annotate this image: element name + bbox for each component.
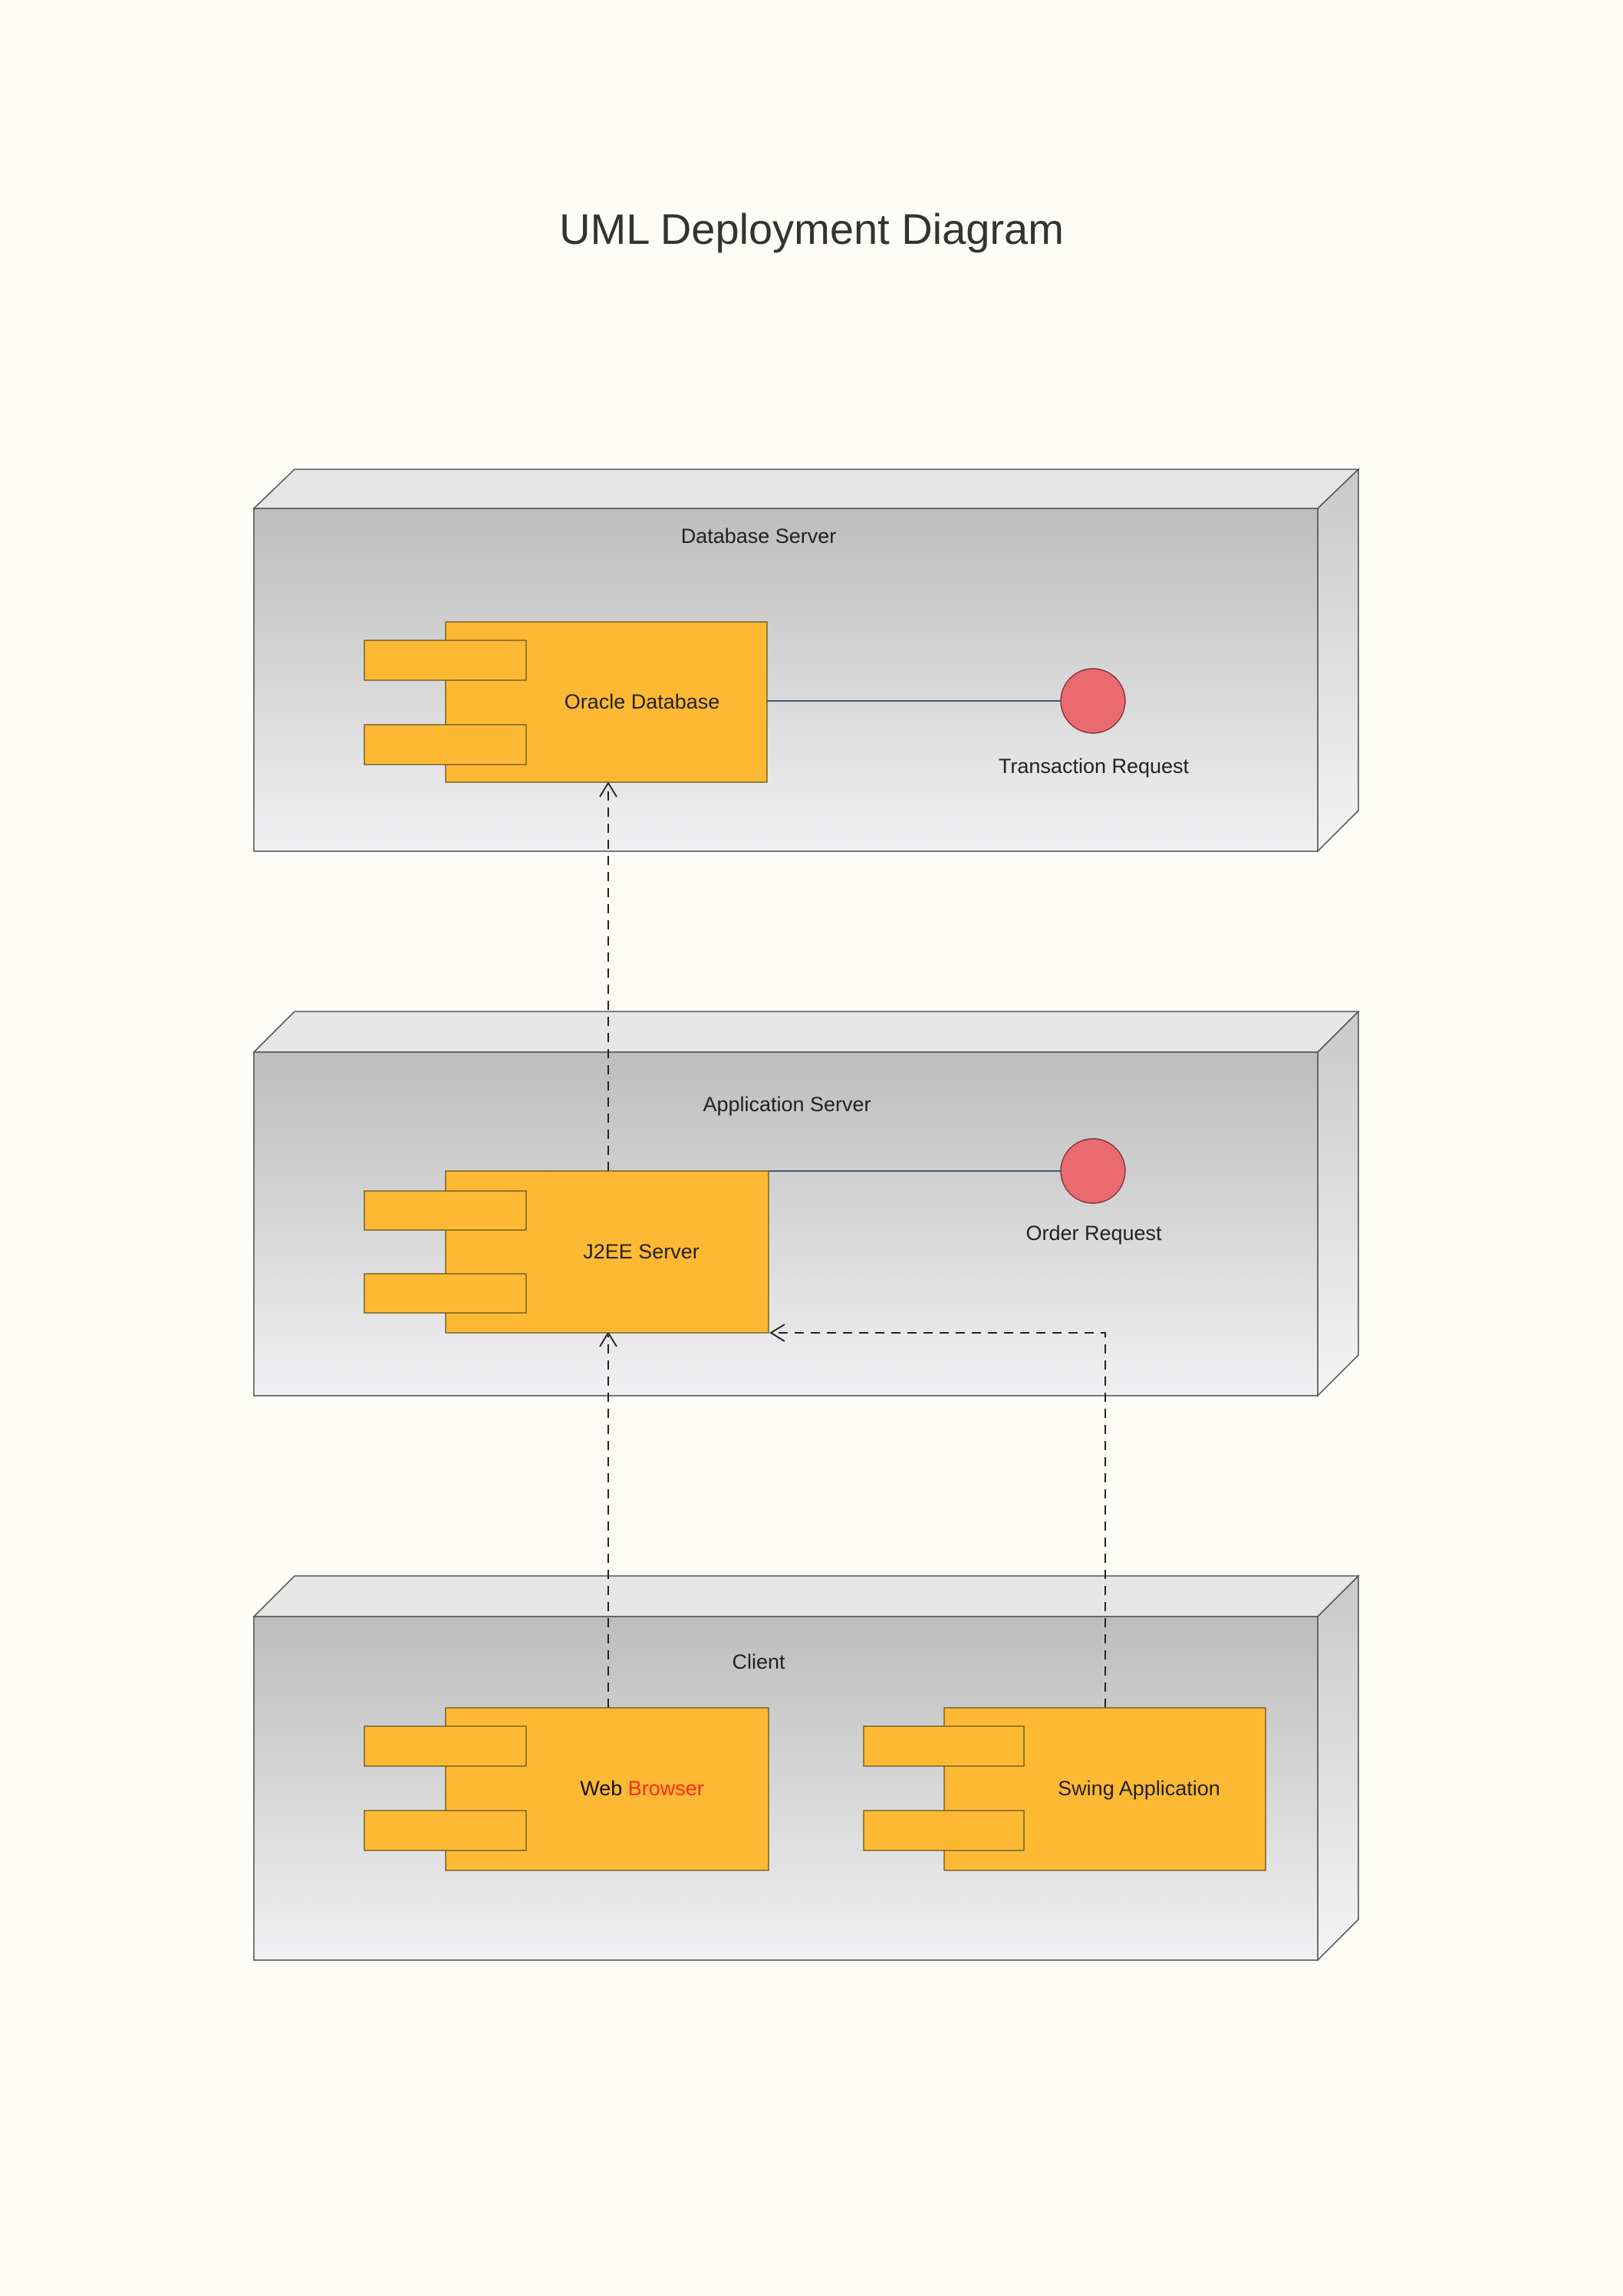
component-tab-icon	[364, 640, 527, 681]
component-label: Web Browser	[580, 1777, 704, 1800]
node-top-face	[252, 1011, 1360, 1053]
component-tab-icon	[364, 724, 527, 765]
component-label: Swing Application	[1058, 1777, 1220, 1800]
interface-lollipop-icon	[1060, 1138, 1126, 1204]
component-label: J2EE Server	[583, 1240, 700, 1263]
interface-lollipop-icon	[1060, 668, 1126, 734]
node-top-face	[252, 469, 1360, 509]
dependency-swing-to-j2ee	[769, 1324, 1106, 1708]
node-side-face	[1317, 468, 1359, 853]
component-swing-application[interactable]: Swing Application	[863, 1707, 1266, 1871]
node-application-server[interactable]: Application Server	[252, 1010, 1360, 1397]
component-tab-icon	[364, 1810, 527, 1851]
component-label-part1: Web	[580, 1777, 622, 1800]
node-label: Database Server	[681, 525, 837, 548]
interface-label: Order Request	[1025, 1222, 1162, 1245]
component-tab-icon	[863, 1810, 1025, 1851]
component-tab-icon	[364, 1725, 527, 1767]
node-label: Client	[732, 1650, 785, 1673]
dependency-j2ee-to-oracle	[599, 781, 617, 1171]
component-oracle-database[interactable]: Oracle Database	[364, 621, 768, 783]
component-web-browser[interactable]: Web Browser	[364, 1707, 769, 1871]
arrowhead	[769, 1324, 785, 1342]
component-label: Oracle Database	[565, 690, 720, 713]
component-j2ee-server[interactable]: J2EE Server	[364, 1170, 769, 1334]
interface-label: Transaction Request	[999, 755, 1190, 778]
node-label: Application Server	[703, 1093, 871, 1116]
component-label-part2: Browser	[628, 1777, 704, 1800]
diagram-title: UML Deployment Diagram	[559, 205, 1064, 253]
component-tab-icon	[364, 1273, 527, 1314]
component-tab-icon	[863, 1725, 1025, 1767]
interface-transaction-request[interactable]: Transaction Request	[999, 668, 1190, 778]
node-side-face	[1317, 1574, 1359, 1962]
node-side-face	[1317, 1010, 1359, 1397]
interface-order-request[interactable]: Order Request	[1025, 1138, 1162, 1245]
component-tab-icon	[364, 1190, 527, 1231]
node-top-face	[252, 1575, 1360, 1617]
arrowhead	[599, 781, 617, 798]
